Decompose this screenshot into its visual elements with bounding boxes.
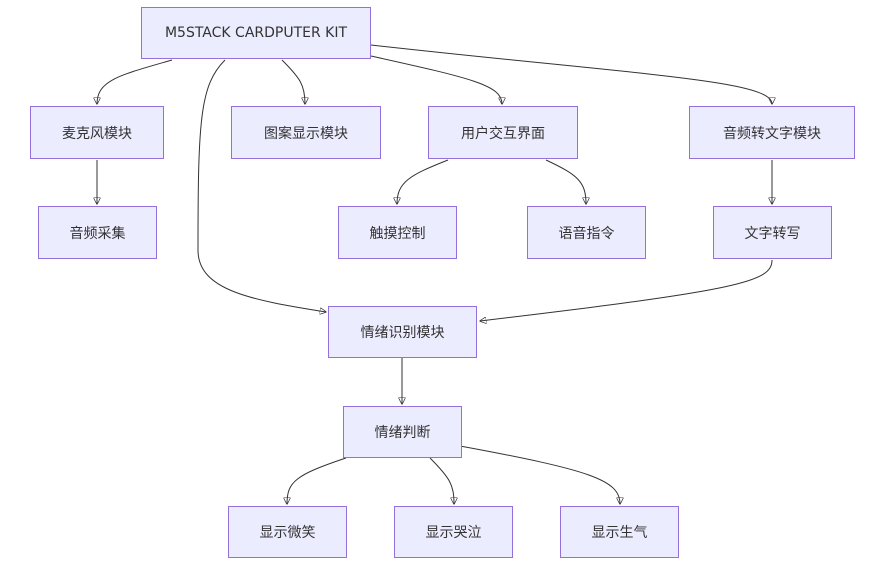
- edge-root-mic: [97, 59, 173, 104]
- node-user-interface: 用户交互界面: [428, 106, 578, 159]
- node-m5stack-cardputer-kit: M5STACK CARDPUTER KIT: [141, 7, 371, 59]
- node-touch-control: 触摸控制: [338, 206, 457, 259]
- node-show-angry: 显示生气: [560, 506, 679, 558]
- node-audio-capture: 音频采集: [38, 206, 157, 259]
- edge-judge-angry: [459, 445, 620, 504]
- node-show-crying: 显示哭泣: [394, 506, 513, 558]
- node-emotion-judgment: 情绪判断: [343, 406, 462, 458]
- node-microphone-module: 麦克风模块: [30, 106, 164, 159]
- edge-root-display: [281, 59, 305, 104]
- node-voice-command: 语音指令: [527, 206, 646, 259]
- node-text-transcription: 文字转写: [713, 206, 832, 259]
- edge-root-ui: [370, 55, 502, 104]
- node-emotion-recognition-module: 情绪识别模块: [328, 306, 477, 358]
- edge-ui-touch: [397, 159, 449, 204]
- edge-transcribe-emotion: [480, 259, 773, 321]
- node-show-smile: 显示微笑: [228, 506, 347, 558]
- node-speech-to-text-module: 音频转文字模块: [689, 106, 855, 159]
- edge-root-emotion: [197, 59, 326, 312]
- edge-judge-smile: [287, 457, 347, 504]
- node-pattern-display-module: 图案显示模块: [231, 106, 381, 159]
- edge-judge-cry: [429, 457, 454, 504]
- edge-root-stt: [370, 44, 772, 104]
- edge-ui-voice: [545, 159, 586, 204]
